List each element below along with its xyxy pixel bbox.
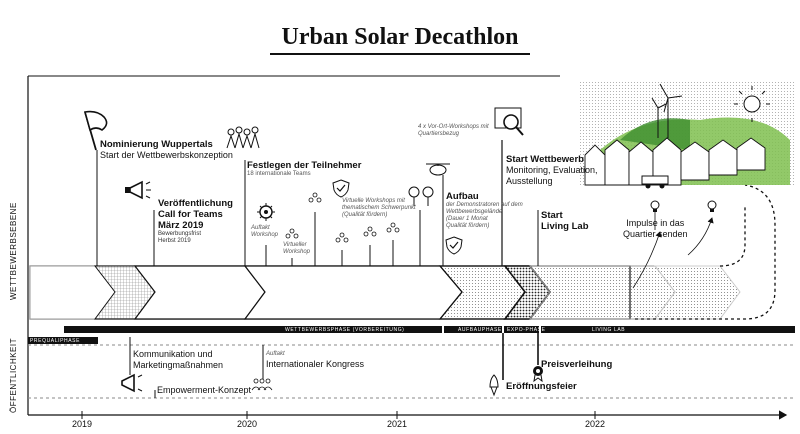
onsite-workshops-label: 4 x Vor-Ort-Workshops mit Quartiersbezug	[418, 124, 489, 138]
lab-title-1: Start	[541, 210, 563, 221]
kickoff-line-1: Auftakt	[251, 225, 270, 231]
vw-line-3: (Qualität fördern)	[342, 212, 388, 218]
kickoff-workshop-label: Auftakt Workshop	[251, 225, 278, 239]
kickoff-line-2: Workshop	[251, 232, 279, 238]
phase-build-label: AUFBAUPHASE	[458, 327, 502, 333]
virtual-workshops-label: Virtuelle Workshops mit thematischem Sch…	[342, 198, 416, 219]
public-level-label: ÖFFENTLICHKEIT	[9, 337, 18, 413]
megaphone-icon	[121, 373, 143, 393]
year-2022: 2022	[585, 419, 606, 429]
impulse-label: Impulse in das Quartier senden	[623, 218, 688, 240]
band-seg-3	[133, 265, 266, 320]
sun-icon	[734, 86, 770, 122]
phase-bar-expo	[504, 326, 539, 333]
milestone-living-lab: Start Living Lab	[541, 210, 589, 232]
start-sub-2: Ausstellung	[506, 176, 553, 186]
comm-line-2: Marketingmaßnahmen	[133, 360, 224, 370]
onsite-line-2: Quartiersbezug	[418, 131, 460, 137]
megaphone-icon	[125, 180, 151, 200]
teams-subtitle: 18 internationale Teams	[247, 171, 311, 177]
build-sub-4: Qualität fördern)	[446, 223, 490, 229]
impulse-line-2: Quartier senden	[623, 229, 688, 239]
public-congress-pre: Auftakt	[266, 351, 285, 357]
teams-title: Festlegen der Teilnehmer	[247, 160, 362, 171]
start-title: Start Wettbewerb	[506, 154, 584, 165]
competition-level-label: WETTBEWERBSEBENE	[9, 202, 18, 300]
phase-living-lab-label: LIVING LAB	[592, 327, 626, 333]
year-2021: 2021	[387, 419, 408, 429]
call-title-3: März 2019	[158, 220, 204, 231]
year-2020: 2020	[237, 419, 258, 429]
public-opening: Eröffnungsfeier	[506, 381, 577, 392]
tree-icon	[408, 186, 434, 206]
nomination-subtitle: Start der Wettbewerbskonzeption	[100, 150, 233, 160]
phase-prequal-label: PREQUALIPHASE	[30, 338, 81, 344]
impulse-arrow-2	[687, 217, 714, 256]
virtual-line-2: Workshop	[283, 249, 311, 255]
milestone-call: Veröffentlichung Call for Teams März 201…	[158, 198, 233, 245]
vw-line-2: thematischem Schwerpunkt	[342, 205, 416, 211]
people-icon	[285, 228, 299, 239]
build-sub-3: (Dauer 1 Monat	[446, 216, 488, 222]
phase-competition-label: WETTBEWERBSPHASE (VORBEREITUNG)	[285, 327, 405, 333]
gear-icon	[257, 203, 275, 221]
shield-check-icon	[445, 236, 463, 255]
call-deadline-2: Herbst 2019	[158, 238, 191, 244]
lab-title-2: Living Lab	[541, 221, 589, 232]
team-icon	[226, 126, 260, 149]
vw-line-1: Virtuelle Workshops mit	[342, 198, 405, 204]
start-sub-1: Monitoring, Evaluation,	[506, 165, 598, 175]
lightbulb-icon	[707, 200, 717, 212]
flag-icon	[83, 110, 108, 151]
page-title: Urban Solar Decathlon	[281, 24, 519, 50]
people-icon	[386, 222, 400, 233]
nomination-title: Nominierung Wuppertals	[100, 139, 213, 150]
year-2019: 2019	[72, 419, 93, 429]
build-sub-1: der Demonstratoren auf dem	[446, 202, 523, 208]
public-empowerment: Empowerment-Konzept	[157, 385, 252, 395]
milestone-build: Aufbau der Demonstratoren auf dem Wettbe…	[446, 191, 523, 230]
call-title-1: Veröffentlichung	[158, 198, 233, 209]
people-icon	[335, 232, 349, 243]
virtual-line-1: Virtueller	[283, 242, 307, 248]
virtual-workshop-label: Virtueller Workshop	[283, 242, 310, 256]
milestone-nomination: Nominierung Wuppertals Start der Wettbew…	[100, 139, 233, 161]
onsite-line-1: 4 x Vor-Ort-Workshops mit	[418, 124, 489, 130]
build-sub-2: Wettbewerbsgelände	[446, 209, 503, 215]
band-seg-7	[528, 265, 676, 320]
wind-turbine-icon	[651, 83, 683, 138]
title-underline	[270, 53, 530, 55]
phase-bar-competition	[64, 326, 442, 333]
continuation-curve	[635, 184, 776, 320]
milestone-teams: Festlegen der Teilnehmer 18 internationa…	[247, 160, 361, 178]
milestone-start: Start Wettbewerb Monitoring, Evaluation,…	[506, 154, 598, 187]
drone-icon	[426, 163, 450, 176]
magnifier-icon	[494, 107, 524, 136]
public-award: Preisverleihung	[541, 359, 613, 370]
impulse-arrow-1	[632, 231, 662, 289]
phase-expo-label: EXPO-PHASE	[507, 327, 546, 333]
continuation-curve-2	[719, 205, 746, 267]
medal-icon	[533, 366, 543, 383]
phase-bar-build	[444, 326, 502, 333]
public-congress: Internationaler Kongress	[266, 359, 365, 369]
build-title: Aufbau	[446, 191, 479, 202]
band-seg-4	[243, 265, 463, 320]
call-title-2: Call for Teams	[158, 209, 223, 220]
neighbourhood-illustration	[580, 80, 795, 189]
lightbulb-icon	[650, 200, 660, 212]
crowd-icon	[251, 378, 273, 391]
impulse-line-1: Impulse in das	[626, 218, 685, 228]
comm-line-1: Kommunikation und	[133, 349, 213, 359]
shield-check-icon	[332, 179, 350, 198]
people-icon	[308, 192, 322, 203]
phase-bar-prequal	[28, 337, 98, 344]
rocket-icon	[489, 374, 499, 397]
phase-bar-living-lab	[541, 326, 795, 333]
car-icon	[641, 175, 669, 189]
people-icon	[363, 226, 377, 237]
public-communication: Kommunikation und Marketingmaßnahmen	[133, 349, 223, 371]
call-deadline-1: Bewerbungsfrist	[158, 231, 202, 237]
